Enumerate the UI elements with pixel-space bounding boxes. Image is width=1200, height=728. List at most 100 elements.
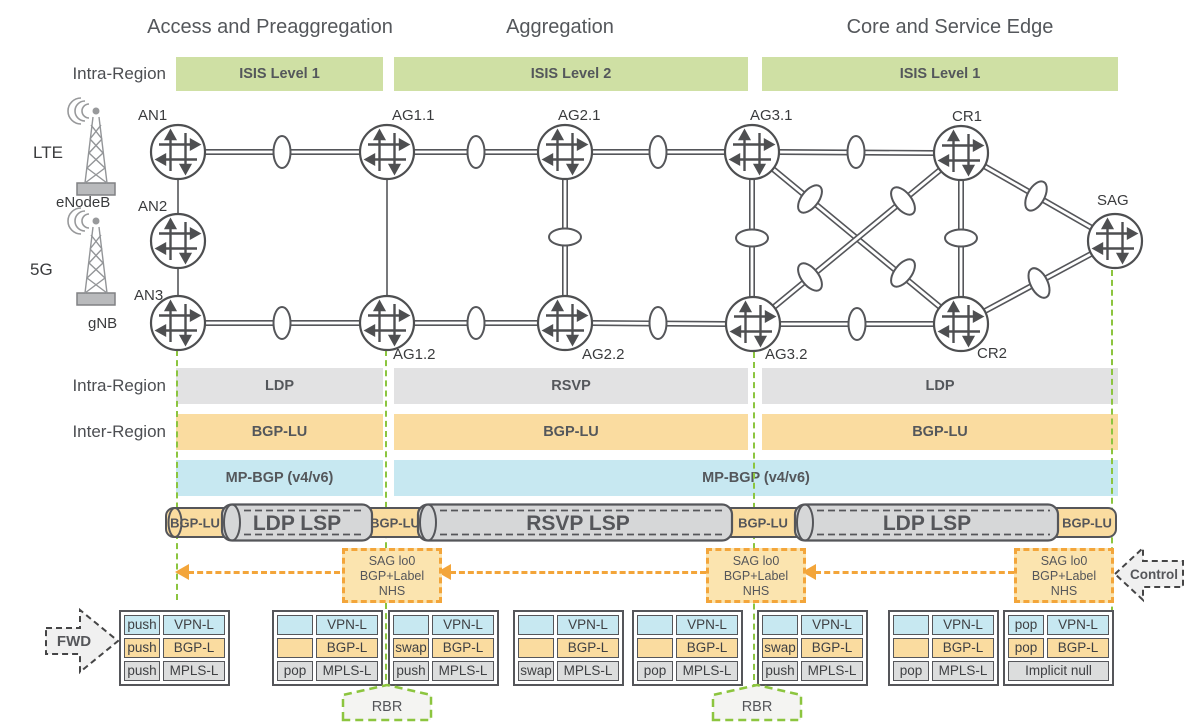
stack-label: VPN-L [676, 615, 738, 635]
bundle-ellipse [1024, 180, 1048, 212]
link-bundle-ellipses [272, 135, 1051, 341]
stack-op [518, 638, 554, 658]
stack-label: BGP-L [932, 638, 994, 658]
router-an3-icon [149, 294, 207, 352]
stack-label: BGP-L [316, 638, 378, 658]
stack-op: push [124, 661, 160, 681]
stack-label: VPN-L [801, 615, 863, 635]
region-header-access: Access and Preaggregation [147, 16, 393, 38]
rbr-box-1: RBR [341, 683, 433, 722]
nhs-box-line2: BGP+Label [1031, 569, 1097, 583]
router-ag21-icon [536, 123, 594, 181]
5g-label: 5G [30, 260, 53, 279]
tube-end-cap [419, 503, 437, 542]
stack-op: pop [893, 661, 929, 681]
link-ag32-cr1 [772, 167, 942, 310]
nhs-box-line1: SAG lo0 [732, 554, 780, 568]
row-label-inter-region: Inter-Region [72, 422, 166, 441]
rbr-label: RBR [742, 699, 773, 715]
stack-label: BGP-L [1047, 638, 1109, 658]
tube-label-ldp-lsp-2: LDP LSP [883, 512, 971, 535]
stack-op [277, 638, 313, 658]
gnb-label: gNB [88, 315, 117, 332]
stack-op: pop [277, 661, 313, 681]
router-label-ag12: AG1.2 [393, 346, 436, 363]
stack-op: pop [637, 661, 673, 681]
stack-label: VPN-L [1047, 615, 1109, 635]
router-label-an1: AN1 [138, 107, 167, 124]
router-label-sag: SAG [1097, 192, 1129, 209]
stack-op: push [124, 615, 160, 635]
stack-op: swap [762, 638, 798, 658]
stack-label: BGP-L [676, 638, 738, 658]
isis-bar-access: ISIS Level 1 [176, 57, 383, 91]
nhs-box-line3: NHS [1050, 584, 1078, 598]
router-label-ag21: AG2.1 [558, 107, 601, 124]
nhs-box-line3: NHS [742, 584, 770, 598]
tube-label-bgplu-3: BGP-LU [738, 516, 788, 531]
router-ag11-icon [358, 123, 416, 181]
bundle-ellipse [466, 135, 486, 169]
stack-op: pop [1008, 615, 1044, 635]
green-divider-sag [1111, 270, 1113, 682]
bundle-ellipse [797, 184, 823, 214]
nhs-box-line1: SAG lo0 [1040, 554, 1088, 568]
rbr-box-2: RBR [711, 683, 803, 722]
intra-bar-ldp-core: LDP [762, 368, 1118, 404]
router-ag12-icon [358, 294, 416, 352]
stack-label: VPN-L [932, 615, 994, 635]
stack-op: push [762, 661, 798, 681]
bundle-ellipse [890, 258, 916, 288]
stack-op: push [393, 661, 429, 681]
router-ag32-icon [724, 295, 782, 353]
intra-bar-rsvp: RSVP [394, 368, 748, 404]
tube-label-bgplu-4: BGP-LU [1062, 516, 1112, 531]
router-label-ag31: AG3.1 [750, 107, 793, 124]
stack-label: MPLS-L [163, 661, 225, 681]
stack-label: MPLS-L [316, 661, 378, 681]
router-an2-icon [149, 212, 207, 270]
stack-op [518, 615, 554, 635]
rsvp-lsp-tube [416, 503, 734, 542]
stack-op [637, 615, 673, 635]
nhs-box-line2: BGP+Label [359, 569, 425, 583]
row-label-intra-region-top: Intra-Region [72, 64, 166, 83]
router-label-ag11: AG1.1 [392, 107, 435, 124]
ldp-lsp-tube-access [220, 503, 374, 542]
stack-label: VPN-L [163, 615, 225, 635]
region-header-core: Core and Service Edge [846, 16, 1054, 38]
nhs-arrow-line-3 [815, 571, 1014, 574]
stack-label: VPN-L [432, 615, 494, 635]
ldp-lsp-tube-core [793, 503, 1060, 542]
stack-label: VPN-L [316, 615, 378, 635]
inter-bar-bgplu-access: BGP-LU [176, 414, 383, 450]
fwd-arrow-label: FWD [57, 633, 91, 650]
router-sag-icon [1086, 212, 1144, 270]
bundle-ellipse [648, 306, 668, 340]
bundle-ellipse [797, 262, 823, 292]
bundle-ellipse [735, 228, 769, 248]
stack-label: MPLS-L [676, 661, 738, 681]
bundle-ellipse [548, 227, 582, 247]
control-arrow: Control [1113, 545, 1184, 603]
router-label-cr1: CR1 [952, 108, 982, 125]
nhs-arrow-head-1 [175, 564, 189, 580]
green-divider-an3 [176, 350, 178, 600]
tube-label-ldp-lsp-1: LDP LSP [253, 512, 341, 535]
bundle-ellipse [890, 186, 916, 216]
tube-label-bgplu-2: BGP-LU [370, 516, 420, 531]
mpbgp-bar-agg-core: MP-BGP (v4/v6) [394, 460, 1118, 496]
inter-bar-bgplu-core: BGP-LU [762, 414, 1118, 450]
router-label-cr2: CR2 [977, 345, 1007, 362]
bundle-ellipse [847, 307, 867, 341]
lte-tower-icon [67, 97, 116, 196]
stack-label: BGP-L [557, 638, 619, 658]
nhs-arrow-line-1 [188, 571, 340, 574]
fwd-arrow: FWD [45, 607, 120, 675]
